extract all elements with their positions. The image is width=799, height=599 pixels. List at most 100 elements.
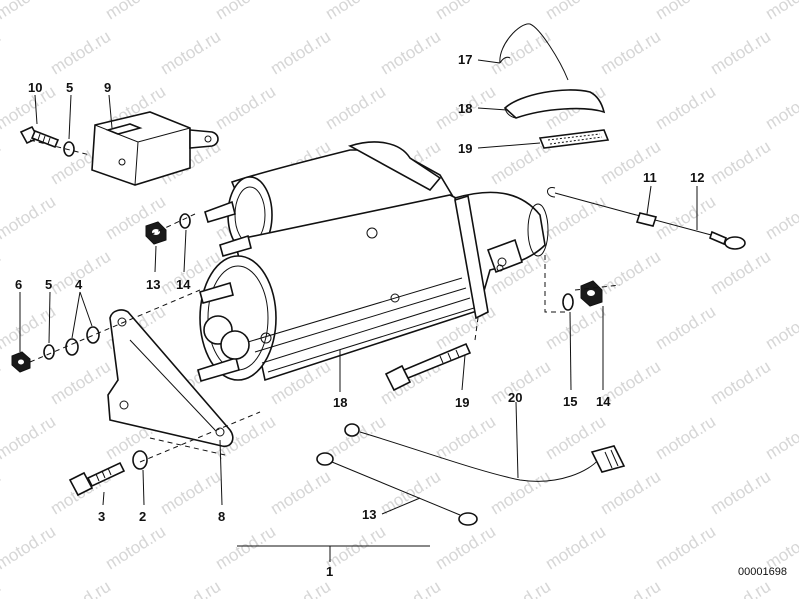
watermark-text: motod.ru (322, 82, 389, 134)
watermark-text: motod.ru (762, 192, 799, 244)
relay (91, 111, 219, 186)
watermark-text: motod.ru (652, 522, 719, 574)
watermark-text: motod.ru (0, 412, 59, 464)
watermark-text: motod.ru (652, 412, 719, 464)
washer-4a (65, 338, 79, 356)
nut-6 (11, 351, 31, 373)
watermark-text: motod.ru (0, 357, 4, 409)
watermark-text: motod.ru (762, 302, 799, 354)
label-part-17: 19 (458, 141, 472, 156)
watermark-text: motod.ru (47, 577, 114, 599)
watermark-text: motod.ru (47, 27, 114, 79)
watermark-text: motod.ru (597, 27, 664, 79)
watermark-text: motod.ru (542, 0, 609, 23)
watermark-text: motod.ru (432, 412, 499, 464)
watermark-text: motod.ru (377, 27, 444, 79)
watermark-text: motod.ru (597, 467, 664, 519)
watermark-text: motod.ru (0, 467, 4, 519)
watermark-text: motod.ru (432, 0, 499, 23)
watermark-text: motod.ru (597, 247, 664, 299)
label-part-5: 5 (45, 277, 52, 292)
watermark-text: motod.ru (212, 0, 279, 23)
watermark-text: motod.ru (707, 247, 774, 299)
watermark-text: motod.ru (542, 302, 609, 354)
label-part-6: 6 (15, 277, 22, 292)
watermark-text: motod.ru (652, 302, 719, 354)
label-part-13: 13 (146, 277, 160, 292)
label-part-4: 4 (75, 277, 83, 292)
label-part-11: 12 (690, 170, 704, 185)
watermark-text: motod.ru (432, 522, 499, 574)
watermark-text: motod.ru (267, 27, 334, 79)
washer-5-top (63, 141, 75, 157)
label-part-12: 13 (362, 507, 376, 522)
watermark-text: motod.ru (542, 522, 609, 574)
label-part-20: 20 (508, 390, 522, 405)
washer-4b (86, 326, 100, 344)
diagram-code: 00001698 (738, 566, 787, 578)
watermark-text: motod.ru (707, 137, 774, 189)
label-part-3: 3 (98, 509, 105, 524)
watermark-text: motod.ru (707, 577, 774, 599)
watermark-text: motod.ru (157, 467, 224, 519)
watermark-text: motod.ru (157, 27, 224, 79)
watermark-text: motod.ru (707, 467, 774, 519)
watermark-text: motod.ru (0, 522, 59, 574)
watermark-text: motod.ru (542, 192, 609, 244)
watermark-text: motod.ru (707, 27, 774, 79)
label-part-16: 18 (458, 101, 472, 116)
watermark-text: motod.ru (762, 82, 799, 134)
washer-14-right (562, 293, 574, 311)
watermark-text: motod.ru (0, 137, 4, 189)
watermark-text: motod.ru (47, 357, 114, 409)
cable-11 (547, 187, 746, 250)
label-part-15: 17 (458, 52, 472, 67)
label-part-18: 18 (333, 395, 347, 410)
watermark-text: motod.ru (212, 522, 279, 574)
watermark-text: motod.ru (377, 577, 444, 599)
watermark-text: motod.ru (102, 0, 169, 23)
washer-5-left (43, 344, 55, 360)
watermark-text: motod.ru (487, 577, 554, 599)
watermark-text: motod.ru (0, 0, 59, 23)
bolt-3 (68, 461, 126, 497)
watermark-text: motod.ru (267, 467, 334, 519)
cover-cap (503, 89, 606, 119)
label-part-5: 5 (66, 80, 73, 95)
watermark-text: motod.ru (487, 27, 554, 79)
watermark-text: motod.ru (102, 522, 169, 574)
label-part-14: 14 (176, 277, 191, 292)
washer-14-top (179, 213, 191, 229)
label-part-10: 11 (643, 170, 657, 185)
label-part-14: 15 (563, 394, 577, 409)
watermark-text: motod.ru (762, 0, 799, 23)
watermark-text: motod.ru (0, 247, 4, 299)
label-part-19: 19 (455, 395, 469, 410)
watermark-text: motod.ru (707, 357, 774, 409)
watermark-text: motod.ru (0, 577, 4, 599)
spring-clip (499, 23, 569, 81)
long-bolt (384, 342, 472, 392)
watermark-text: motod.ru (212, 82, 279, 134)
cable-12 (316, 452, 478, 526)
felt-strip (538, 129, 610, 149)
nut-13-top (145, 221, 167, 245)
watermark-text: motod.ru (0, 192, 59, 244)
bolt-9 (19, 125, 60, 149)
watermark-text: motod.ru (652, 82, 719, 134)
watermark-text: motod.ru (157, 577, 224, 599)
label-part-2: 2 (139, 509, 146, 524)
watermark-text: motod.ru (652, 0, 719, 23)
watermark-text: motod.ru (652, 192, 719, 244)
watermark-text: motod.ru (597, 577, 664, 599)
starter-motor (197, 141, 549, 382)
label-part-7: 8 (218, 509, 225, 524)
washer-2 (132, 450, 148, 470)
watermark-text: motod.ru (377, 467, 444, 519)
label-part-13: 14 (596, 394, 611, 409)
watermark-text: motod.ru (267, 577, 334, 599)
watermark-text: motod.ru (762, 412, 799, 464)
label-part-9: 10 (28, 80, 42, 95)
watermark-text: motod.ru (0, 27, 4, 79)
